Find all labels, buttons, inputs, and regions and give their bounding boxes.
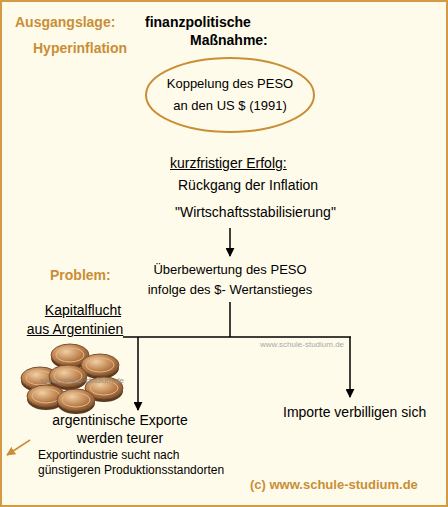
watermark: www.schule-studium.de <box>260 340 344 350</box>
text-label: argentinische Exporte werden teurer <box>40 411 200 447</box>
node-text: Koppelung des PESO an den US $ (1991) <box>164 73 296 117</box>
coin-rim <box>86 358 114 372</box>
branch-line <box>229 302 231 337</box>
text-label: Importe verbilligen sich <box>283 403 426 421</box>
coin-rim <box>56 348 84 362</box>
flow-arrow <box>349 337 351 397</box>
ellipse-outline <box>146 58 314 132</box>
flow-arrow <box>229 228 231 256</box>
text-label: Rückgang der Inflation <box>178 176 318 194</box>
heading-label: Hyperinflation <box>33 39 127 57</box>
text-label: Exportindustrie sucht nach günstigeren P… <box>38 448 230 478</box>
outflow-arrow <box>7 440 30 455</box>
flow-arrow <box>137 337 139 410</box>
branch-line <box>123 336 351 338</box>
watermark: www.schule-studium.de <box>40 376 124 386</box>
ellipse-node: Koppelung des PESO an den US $ (1991) <box>145 57 315 133</box>
node-outline-svg <box>145 57 315 133</box>
text-label: Überbewertung des PESO infolge des $- We… <box>142 260 318 300</box>
heading-label: (c) www.schule-studium.de <box>250 476 418 494</box>
heading-label: Ausgangslage: <box>15 13 115 31</box>
coin-rim <box>62 393 90 407</box>
heading-label: Problem: <box>50 266 111 284</box>
coin <box>57 389 95 411</box>
coin-rim <box>32 389 60 403</box>
text-label: kurzfristiger Erfolg: <box>170 154 287 172</box>
heading-label: finanzpolitische Maßnahme: <box>190 13 300 49</box>
text-label: "Wirtschaftsstabilisierung" <box>175 203 336 221</box>
text-label: Kapitalflucht aus Argentinien <box>20 301 130 339</box>
